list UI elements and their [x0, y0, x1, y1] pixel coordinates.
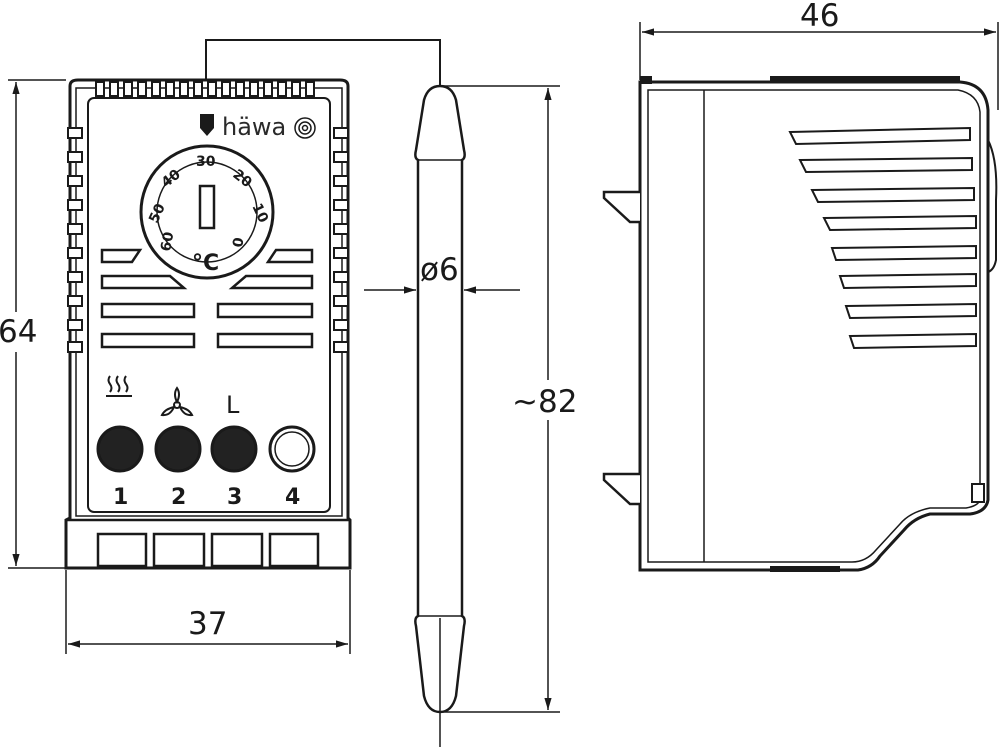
side-fins: [788, 126, 977, 350]
pointer-marker-icon: [200, 114, 214, 136]
dimension-labels: 64 37 ø6 ~82 46: [0, 0, 839, 642]
terminal-label-4: 4: [285, 485, 300, 510]
sensor-probe: [414, 84, 466, 747]
front-view: häwa 60 50 40 30 20 10 0 °C: [64, 39, 441, 570]
dim-height-label: 64: [0, 314, 37, 350]
side-grille-right: [333, 127, 349, 353]
fan-symbol-icon: [160, 386, 194, 417]
terminal-label-1: 1: [113, 485, 128, 510]
terminal-hole-1[interactable]: [96, 425, 144, 473]
heater-symbol-icon: [106, 375, 132, 397]
side-grille-left: [67, 127, 83, 353]
side-housing-outline: [638, 80, 990, 572]
top-grille: [95, 81, 315, 97]
brand-logo-text: häwa: [222, 113, 286, 141]
dim-diameter-label: ø6: [420, 252, 459, 288]
dim-depth-label: 46: [800, 0, 839, 34]
terminal-label-2: 2: [171, 485, 186, 510]
side-view: [602, 76, 998, 572]
face-vents: [100, 248, 314, 349]
terminal-hole-3[interactable]: [210, 425, 258, 473]
terminal-hole-2[interactable]: [154, 425, 202, 473]
terminals: 1 2 3 4: [96, 425, 316, 510]
l-symbol-label: L: [226, 391, 240, 419]
dial-label-0: 0: [230, 236, 247, 249]
dim-width-label: 37: [188, 606, 227, 642]
terminal-hole-4[interactable]: [268, 425, 316, 473]
bottom-clamps: [66, 518, 350, 568]
din-clip-bottom: [602, 472, 640, 506]
temperature-dial[interactable]: 60 50 40 30 20 10 0 °C: [139, 144, 275, 280]
dial-knob-slot: [198, 184, 216, 230]
dimension-lines: [8, 22, 999, 713]
dial-label-10: 10: [248, 201, 271, 226]
dial-label-30: 30: [196, 154, 216, 170]
sensor-cable: [205, 39, 441, 86]
dim-length-label: ~82: [512, 384, 577, 420]
dial-unit-label: °C: [192, 251, 219, 276]
dial-label-60: 60: [158, 230, 177, 252]
brand-swirl-icon: [294, 117, 316, 139]
dial-label-50: 50: [146, 201, 169, 226]
terminal-label-3: 3: [227, 485, 242, 510]
din-clip-top: [602, 190, 640, 224]
